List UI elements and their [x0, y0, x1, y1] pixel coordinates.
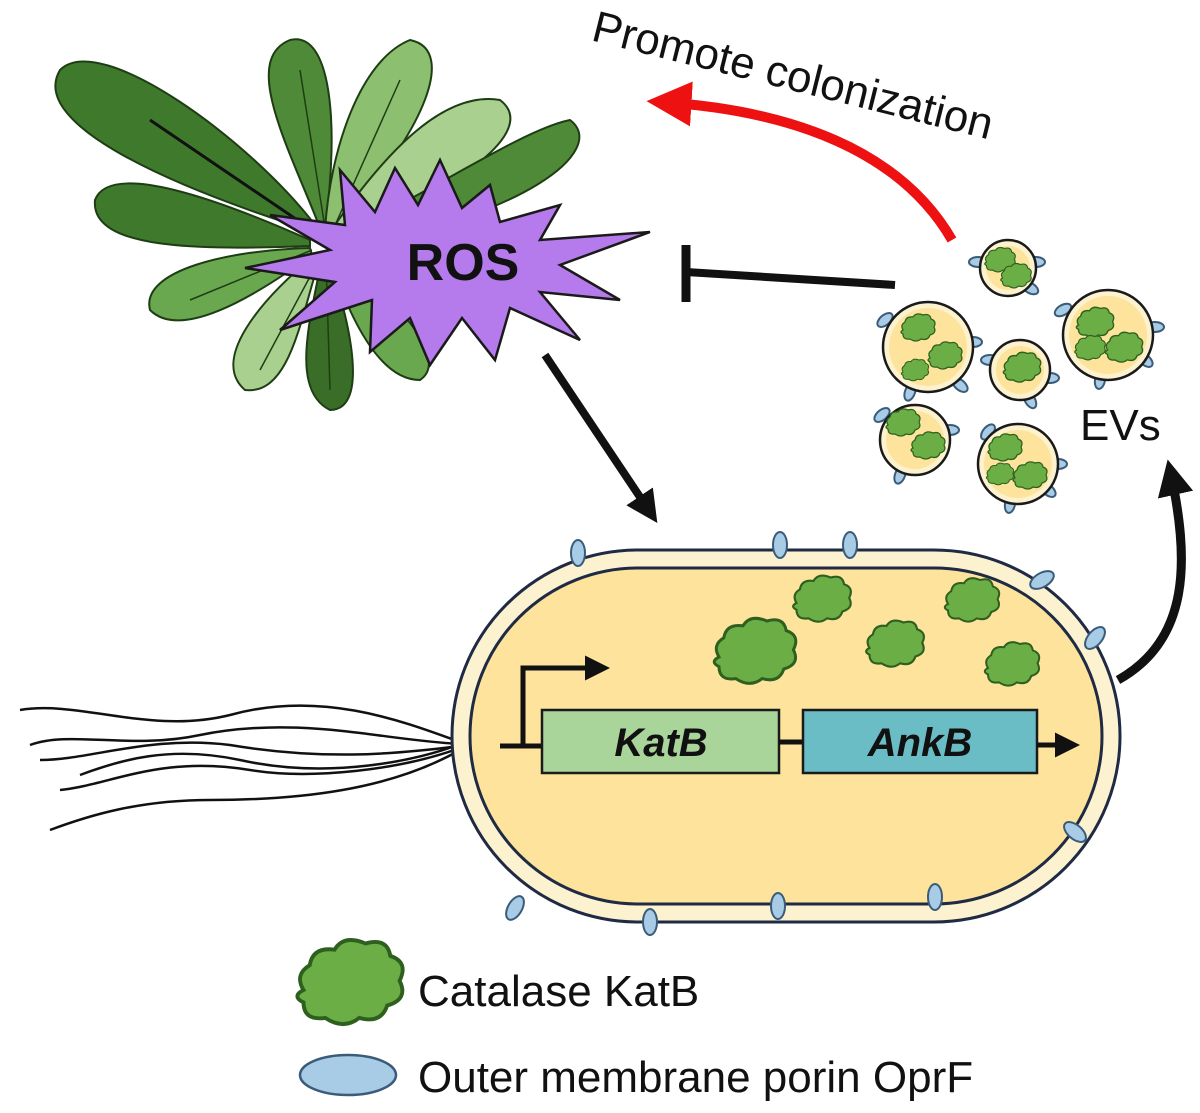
ankb-gene-box	[801, 708, 1039, 775]
ev-vesicle	[980, 338, 1060, 410]
evs-group	[873, 238, 1165, 514]
legend: Catalase KatB Outer membrane porin OprF	[295, 938, 973, 1102]
porin	[1084, 626, 1106, 650]
porin-legend-label: Outer membrane porin OprF	[418, 1053, 973, 1102]
porin	[1063, 821, 1087, 843]
porin	[770, 892, 786, 920]
promote-arrow	[646, 81, 957, 243]
evs-label: EVs	[1080, 401, 1161, 450]
operon: KatB AnkB	[500, 655, 1080, 775]
cell-to-evs-arrow	[1115, 459, 1194, 684]
porin	[1053, 302, 1073, 318]
ros-to-cell-arrow	[541, 352, 658, 523]
porin	[927, 883, 943, 911]
leaf	[267, 38, 333, 229]
ev-vesicle	[1053, 288, 1165, 390]
ev-vesicle	[876, 300, 983, 402]
cell-body	[468, 566, 1104, 906]
porin	[642, 908, 658, 936]
inhibition-arrow	[681, 245, 896, 302]
porin	[1029, 570, 1055, 590]
catalase-legend-icon	[295, 938, 405, 1027]
flagella	[19, 704, 461, 832]
leaf	[93, 182, 311, 249]
porin	[505, 895, 525, 921]
porin	[842, 531, 858, 559]
catalase-legend-label: Catalase KatB	[418, 967, 699, 1016]
bacterium: KatB AnkB	[19, 531, 1122, 936]
porin	[873, 407, 891, 423]
porin	[772, 531, 788, 559]
katb-gene-label: KatB	[614, 721, 707, 765]
ev-vesicle	[968, 238, 1046, 298]
leaf	[232, 253, 322, 392]
porin	[570, 539, 586, 567]
ankb-gene-label: AnkB	[867, 721, 972, 765]
porin-legend-icon	[298, 1053, 398, 1097]
ros-burst: ROS	[244, 157, 651, 368]
ev-vesicle	[976, 422, 1068, 514]
ev-vesicle	[873, 403, 960, 485]
promoter-arrow	[520, 655, 610, 746]
ros-label: ROS	[407, 234, 520, 292]
cell-porins	[505, 531, 1106, 936]
